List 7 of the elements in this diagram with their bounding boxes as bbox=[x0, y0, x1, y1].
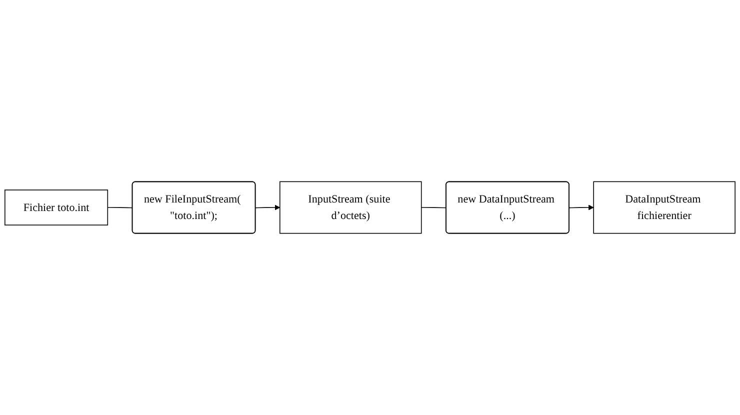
connector bbox=[420, 207, 447, 208]
node-box: InputStream (suite d’octets) bbox=[279, 181, 422, 234]
node-box: DataInputStream fichierentier bbox=[593, 181, 736, 234]
connector bbox=[107, 207, 133, 208]
arrow bbox=[568, 204, 594, 210]
node-box: Fichier toto.int bbox=[4, 190, 108, 226]
arrow bbox=[255, 204, 280, 210]
